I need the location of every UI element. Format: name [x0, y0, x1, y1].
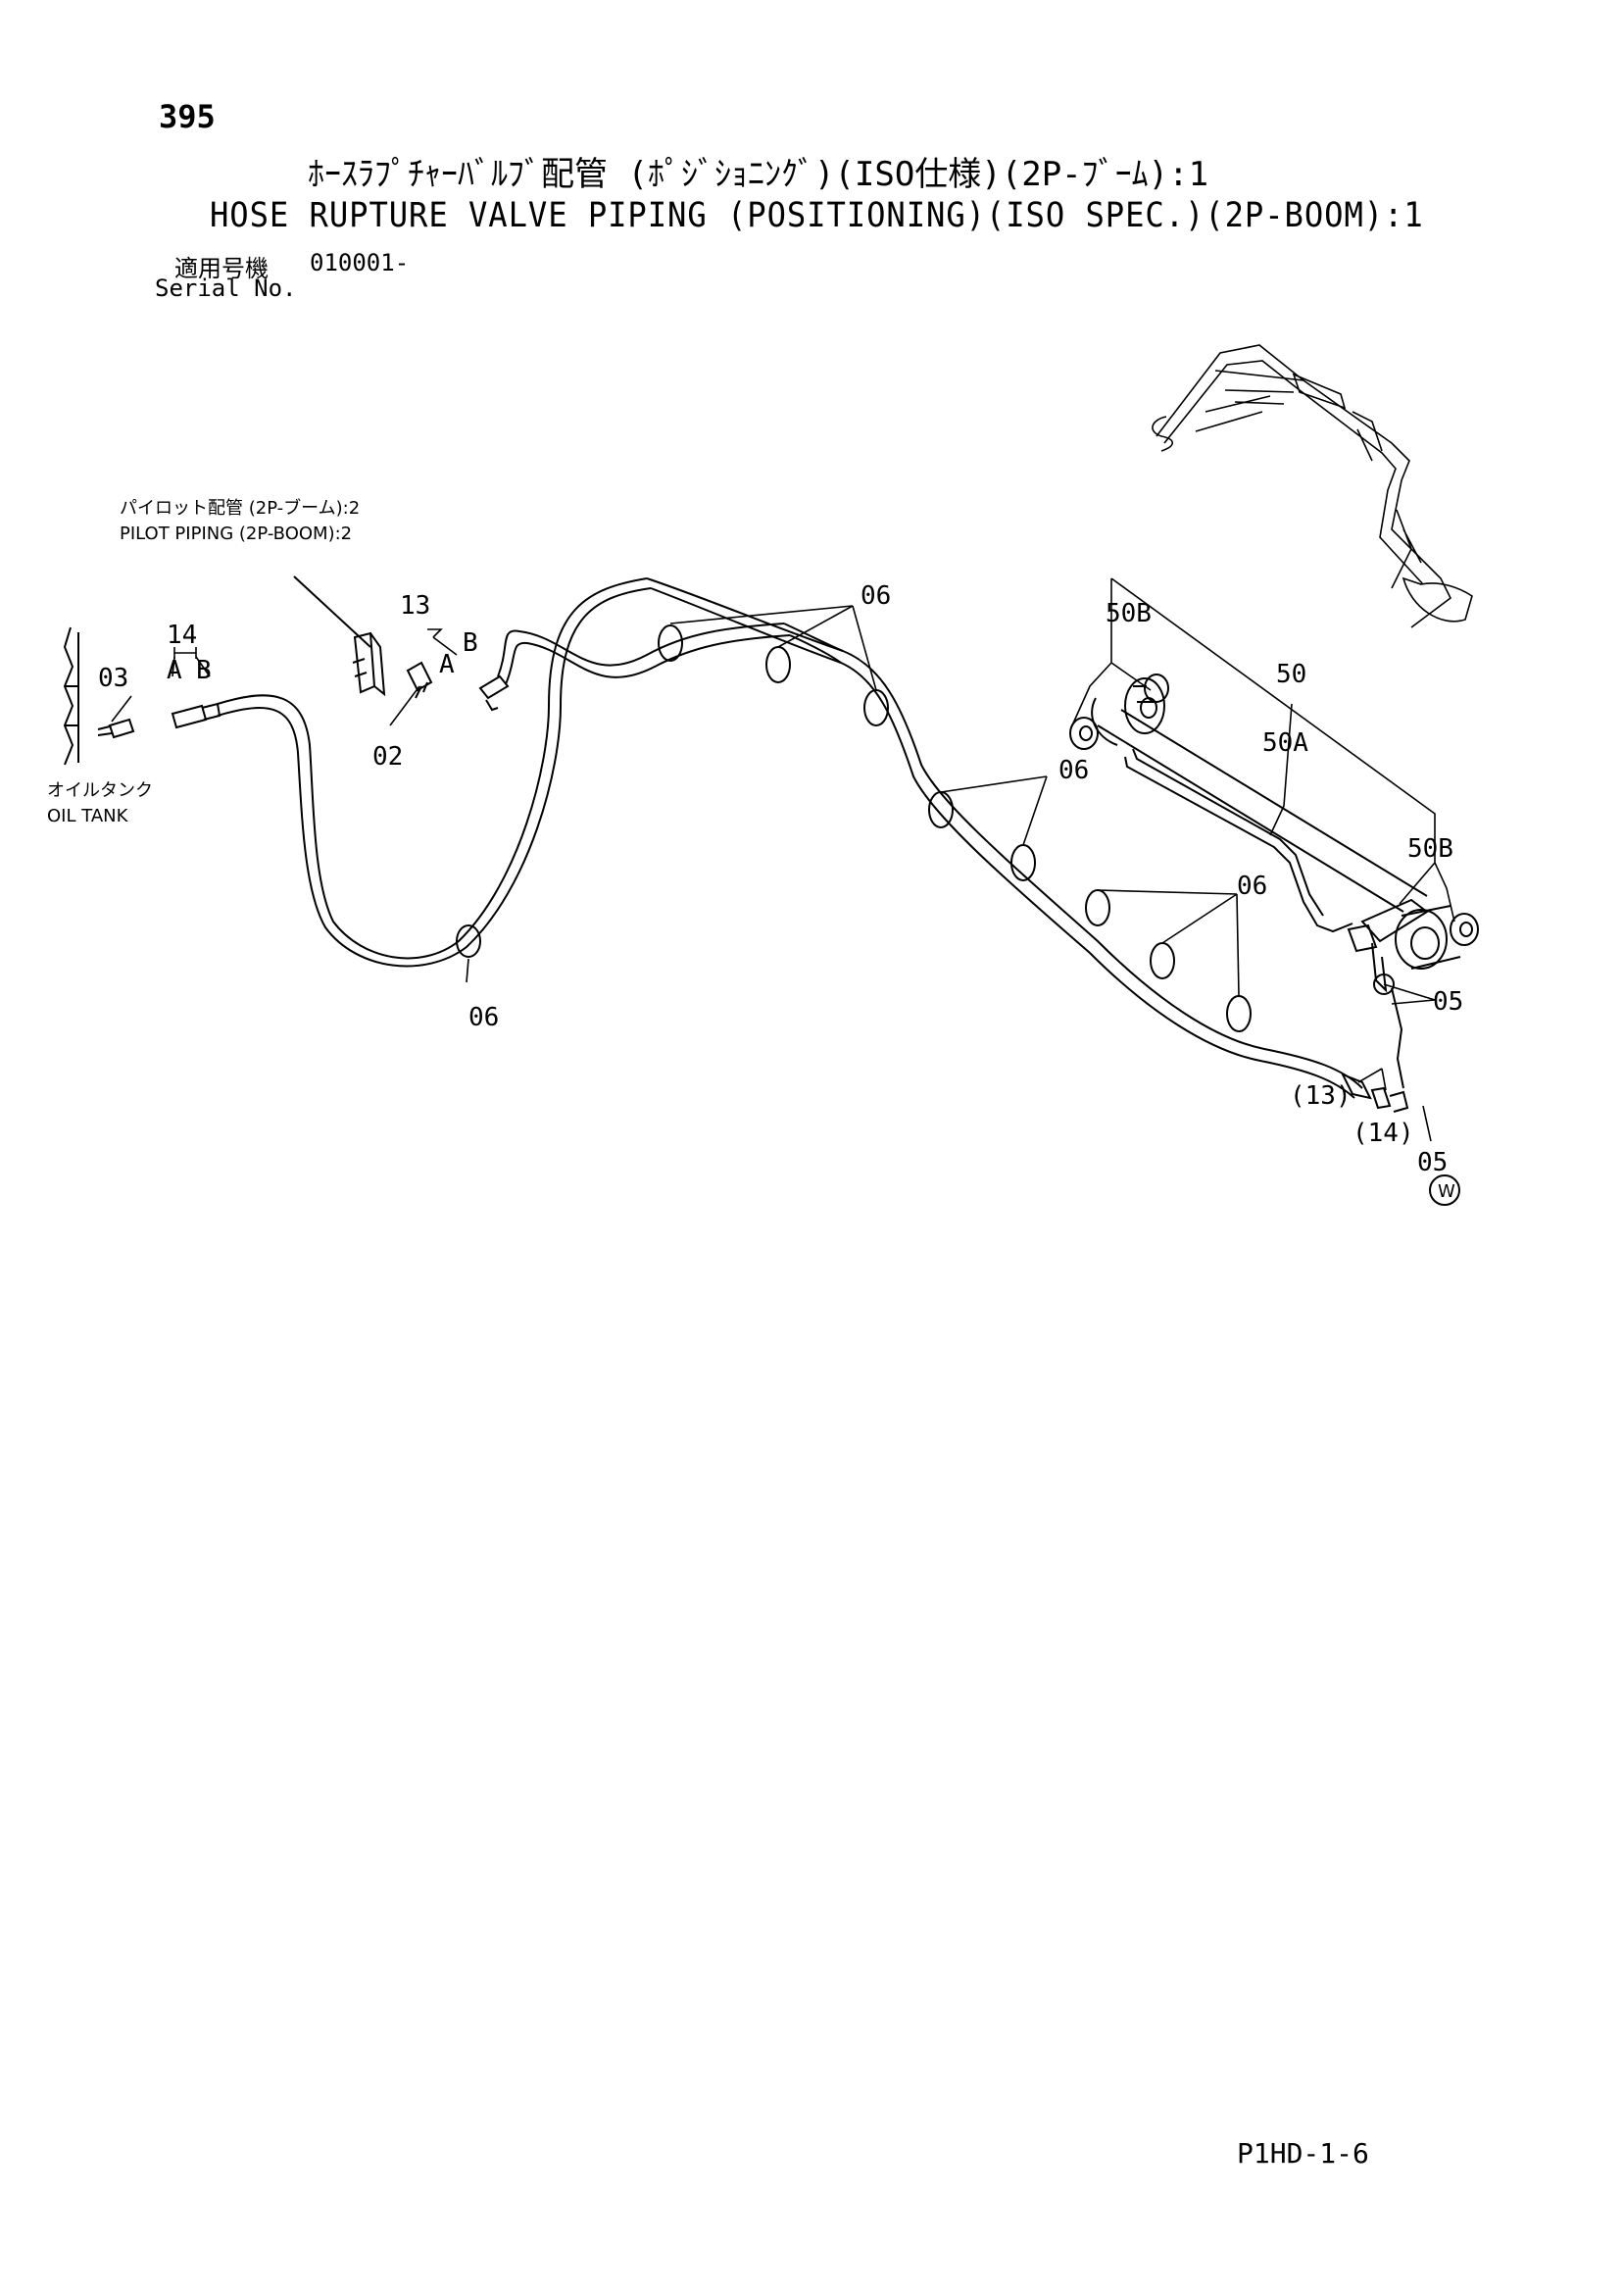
ref-14-b: B: [196, 656, 212, 685]
callout-pilot-piping-en: PILOT PIPING (2P-BOOM):2: [120, 524, 352, 544]
ref-05-upper: 05: [1433, 987, 1463, 1017]
ref-50b-right: 50B: [1407, 834, 1453, 864]
ref-13-paren: (13): [1290, 1081, 1352, 1111]
ref-06-mid: 06: [1058, 756, 1089, 785]
leader-lines: [111, 577, 1455, 1142]
ref-14-a: A: [167, 656, 182, 685]
title-english: HOSE RUPTURE VALVE PIPING (POSITIONING)(…: [210, 196, 1424, 235]
ref-03: 03: [98, 664, 128, 693]
title-japanese: ﾎｰｽﾗﾌﾟﾁｬｰﾊﾞﾙﾌﾞ配管 (ﾎﾟｼﾞｼｮﾆﾝｸﾞ)(ISO仕様)(2P-…: [308, 155, 1209, 194]
ref-50: 50: [1276, 660, 1306, 689]
hose-14: [171, 577, 652, 968]
callout-pilot-piping-ja: パイロット配管 (2P-ブーム):2: [120, 497, 360, 519]
main-hose-run: [646, 577, 1409, 1113]
ref-05-lower: 05: [1417, 1148, 1448, 1177]
serial-label-japanese: 適用号機: [174, 255, 269, 282]
excavator-thumbnail-icon: [1152, 344, 1473, 628]
w-mark-circle: [1429, 1174, 1460, 1206]
ref-14-paren: (14): [1352, 1119, 1414, 1148]
ref-13-b: B: [463, 628, 478, 658]
ref-06-right: 06: [1237, 872, 1267, 901]
ref-02: 02: [372, 742, 403, 772]
ref-w-mark: W: [1438, 1181, 1455, 1202]
pilot-piping-bracket: [293, 575, 386, 697]
ref-13: 13: [400, 591, 430, 621]
boom-cylinder-50: [1069, 674, 1479, 1089]
oil-tank-wall: [63, 626, 79, 766]
callout-oil-tank-ja: オイルタンク: [47, 780, 153, 801]
serial-label-english: Serial No.: [155, 275, 297, 302]
ref-14: 14: [167, 621, 197, 650]
fitting-03: [97, 718, 135, 739]
page-number: 395: [159, 98, 216, 135]
serial-number-value: 010001-: [310, 249, 410, 276]
callout-oil-tank-en: OIL TANK: [47, 806, 129, 826]
ref-50a: 50A: [1262, 728, 1308, 758]
ref-50b-top: 50B: [1106, 599, 1152, 628]
hose-13: [406, 623, 791, 712]
ref-13-a: A: [439, 650, 455, 679]
footer-page-code: P1HD-1-6: [1237, 2137, 1369, 2170]
ref-06-top: 06: [861, 581, 891, 611]
ref-06-bottom: 06: [468, 1003, 499, 1032]
